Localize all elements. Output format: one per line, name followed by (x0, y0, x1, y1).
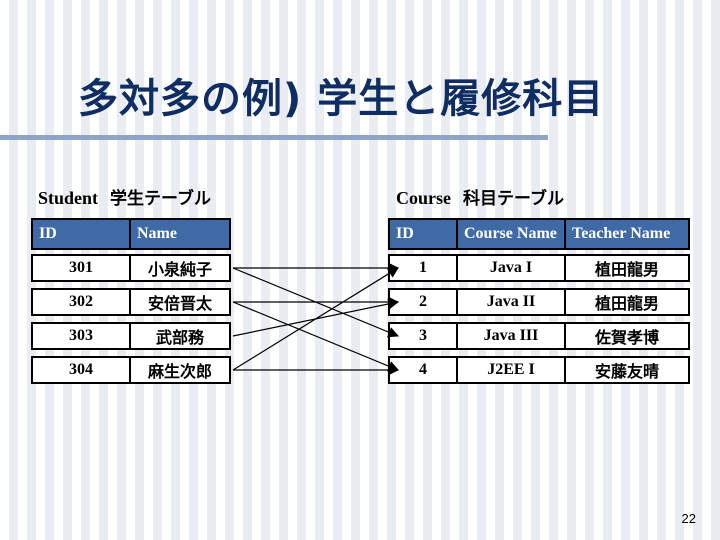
student-303-id: 303 (31, 322, 131, 350)
student-301-id: 301 (31, 254, 131, 282)
student-caption-en: Student (38, 188, 99, 208)
student-302-name: 安倍晋太 (129, 288, 231, 316)
student-table-caption: Student 学生テーブル (38, 184, 211, 209)
course-caption-en: Course (396, 188, 451, 208)
course-1-teacher: 植田龍男 (564, 254, 690, 282)
title-underline (0, 135, 548, 140)
student-caption-jp: 学生テーブル (110, 189, 212, 209)
course-header-id: ID (388, 218, 458, 250)
enrollment-arrow-302-to-4 (232, 301, 399, 372)
course-4-teacher: 安藤友晴 (564, 356, 690, 384)
enrollment-arrow-304-to-1 (232, 267, 399, 371)
student-header-name: Name (129, 218, 231, 250)
page-number: 22 (681, 511, 696, 526)
course-caption-jp: 科目テーブル (463, 189, 564, 209)
student-303-name: 武部務 (129, 322, 231, 350)
course-header-teacher-name: Teacher Name (564, 218, 690, 250)
student-304-name: 麻生次郎 (129, 356, 231, 384)
course-1-name: Java I (456, 254, 566, 282)
course-3-teacher: 佐賀孝博 (564, 322, 690, 350)
course-table-caption: Course 科目テーブル (396, 184, 564, 209)
course-header-course-name: Course Name (456, 218, 566, 250)
course-3-name: Java III (456, 322, 566, 350)
course-4-name: J2EE I (456, 356, 566, 384)
student-304-id: 304 (31, 356, 131, 384)
slide-title: 多対多の例) 学生と履修科目 (78, 76, 605, 122)
course-2-name: Java II (456, 288, 566, 316)
course-2-teacher: 植田龍男 (564, 288, 690, 316)
student-301-name: 小泉純子 (129, 254, 231, 282)
student-302-id: 302 (31, 288, 131, 316)
course-3-id: 3 (388, 322, 458, 350)
